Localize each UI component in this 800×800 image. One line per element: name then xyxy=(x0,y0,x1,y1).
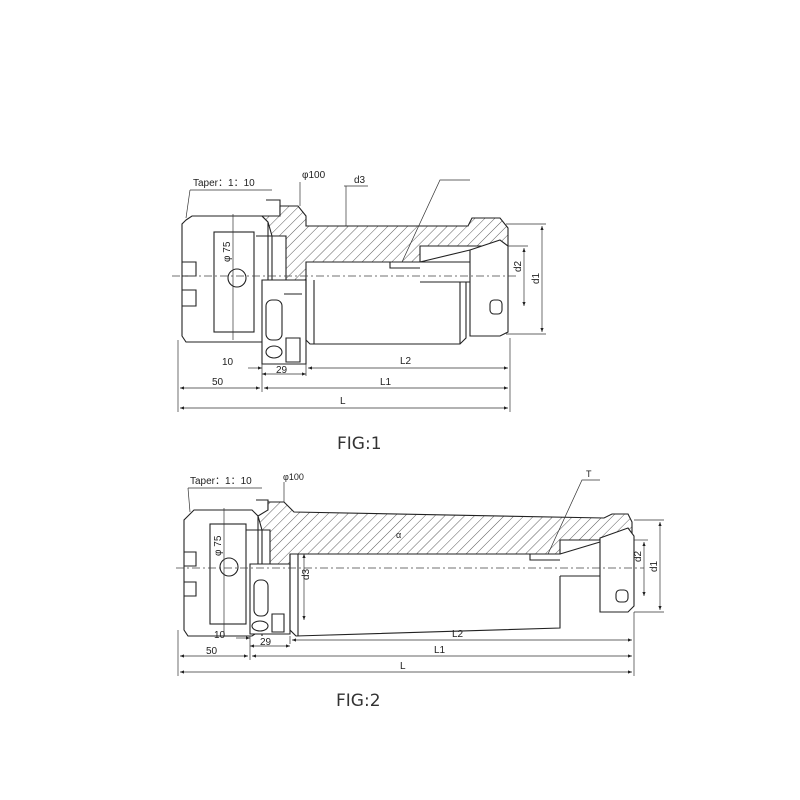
fig2-alpha-label: α xyxy=(396,530,401,540)
fig2-t-leader xyxy=(547,479,600,555)
figure-2: Taper：1：10 φ100 T α φ 75 d3 d2 d1 10 L2 … xyxy=(176,469,664,711)
fig2-dia100-label: φ100 xyxy=(283,472,304,482)
fig1-dim-L: L xyxy=(340,396,346,407)
fig1-dim-29: 29 xyxy=(276,365,288,376)
fig1-taper-label: Taper：1：10 xyxy=(193,178,255,189)
fig2-body-section xyxy=(257,501,635,637)
fig2-caption: FIG:2 xyxy=(336,691,381,711)
fig1-dim-L1: L1 xyxy=(380,377,392,388)
fig2-d3-label: d3 xyxy=(301,568,312,580)
figure-1: Taper：1：10 φ100 d3 φ 75 d2 d1 10 L2 29 5… xyxy=(172,170,546,454)
fig2-dim-29: 29 xyxy=(260,637,272,648)
fig1-dim-50: 50 xyxy=(212,377,224,388)
fig1-shank xyxy=(181,214,273,343)
fig2-dim-L2: L2 xyxy=(452,629,464,640)
fig1-dim-10: 10 xyxy=(222,357,234,368)
fig1-d1-label: d1 xyxy=(531,272,542,284)
fig2-dim-L1: L1 xyxy=(434,645,446,656)
fig1-caption: FIG:1 xyxy=(337,434,382,454)
fig2-dim-50: 50 xyxy=(206,646,218,657)
fig1-dia75-label: φ 75 xyxy=(222,241,233,262)
fig2-dia75-label: φ 75 xyxy=(213,535,224,556)
fig1-dia100-label: φ100 xyxy=(302,170,326,181)
fig1-dim-L2: L2 xyxy=(400,356,412,367)
fig2-d2-label: d2 xyxy=(633,550,644,562)
fig2-dim-L: L xyxy=(400,661,406,672)
fig2-t-label: T xyxy=(586,469,592,479)
fig2-taper-label: Taper：1：10 xyxy=(190,476,252,487)
fig1-d3-label: d3 xyxy=(354,175,366,186)
fig2-dim-10: 10 xyxy=(214,630,226,641)
fig1-leader-bore xyxy=(401,179,470,263)
fig2-d1-label: d1 xyxy=(649,560,660,572)
fig1-d2-label: d2 xyxy=(513,260,524,272)
fig1-body-section xyxy=(260,205,509,345)
